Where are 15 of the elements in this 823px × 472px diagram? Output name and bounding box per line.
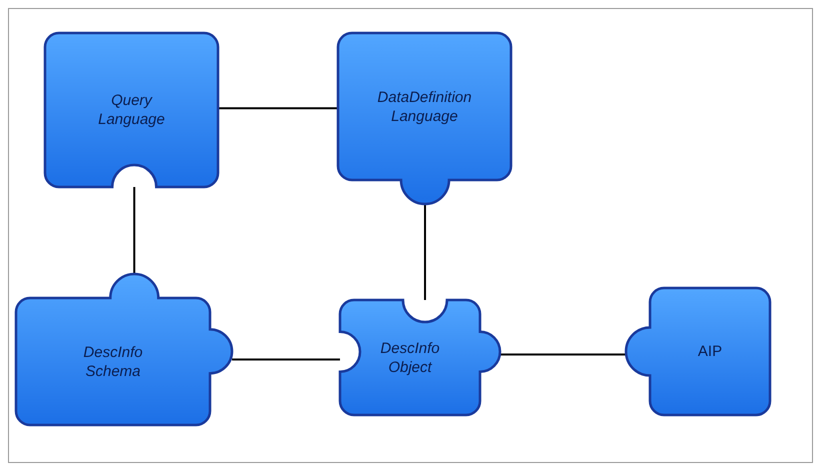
node-label: DescInfo Object [379, 338, 441, 376]
puzzle-piece [45, 33, 218, 187]
connector-line [133, 187, 136, 274]
connector-line [500, 354, 626, 356]
puzzle-piece [626, 288, 770, 415]
puzzle-piece [340, 300, 500, 415]
node-label: DataDefinition Language [376, 88, 473, 126]
node-label: AIP [698, 342, 722, 361]
connector-line [424, 204, 426, 300]
puzzle-piece [338, 33, 511, 204]
puzzle-piece [16, 274, 232, 425]
connector-line [232, 358, 340, 360]
connector-line [218, 107, 338, 110]
node-label: DescInfo Schema [82, 342, 144, 380]
node-label: Query Language [97, 91, 166, 129]
